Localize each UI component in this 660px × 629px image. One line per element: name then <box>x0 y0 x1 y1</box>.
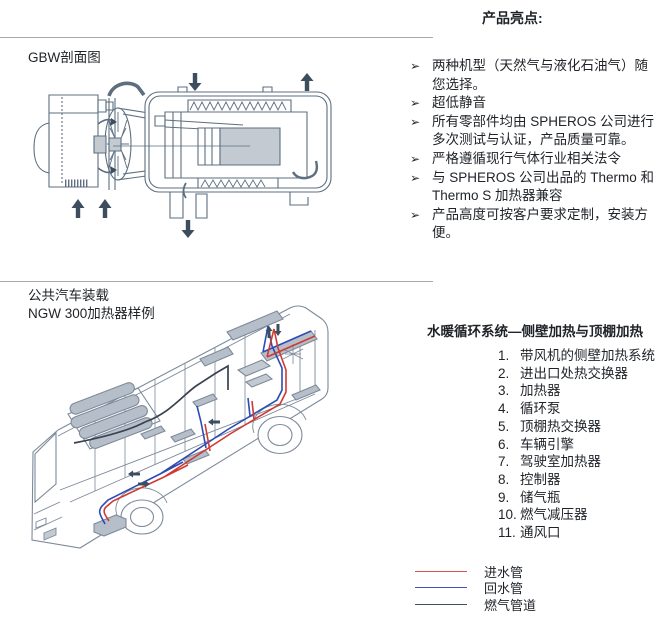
airflow-arrows <box>71 73 314 238</box>
radiator-fan <box>283 344 303 364</box>
inlet-pipe-swatch <box>415 570 467 572</box>
list-item: 9.储气瓶 <box>498 489 561 505</box>
roof-heat-exchangers <box>200 311 317 366</box>
highlight-item: ➢ 两种机型（天然气与液化石油气）随您选择。 <box>410 57 660 94</box>
highlight-item: ➢ 与 SPHEROS 公司出品的 Thermo 和 Thermo S 加热器兼… <box>410 169 660 206</box>
list-item: 3.加热器 <box>498 383 561 399</box>
gas-cylinders <box>65 380 160 454</box>
list-item: 7.驾驶室加热器 <box>498 454 601 470</box>
list-item: 6.车辆引擎 <box>498 436 574 452</box>
engine <box>238 344 303 387</box>
gas-pipe <box>74 366 228 443</box>
mounting-feet <box>170 183 308 218</box>
arrow-bullet-icon: ➢ <box>410 59 421 73</box>
list-item: 5.顶棚热交换器 <box>498 418 601 434</box>
list-item: 10.燃气减压器 <box>498 507 588 523</box>
legend-row: 回水管 <box>415 580 660 596</box>
arrow-bullet-icon: ➢ <box>410 170 421 185</box>
arrow-bullet-icon: ➢ <box>410 114 421 129</box>
fuel-duct <box>109 83 144 96</box>
list-item: 2.进出口处热交换器 <box>498 365 628 381</box>
highlight-item: ➢ 严格遵循现行气体行业相关法令 <box>410 150 660 169</box>
arrow-bullet-icon: ➢ <box>410 151 421 166</box>
highlights-list: ➢ 两种机型（天然气与液化石油气）随您选择。 ➢ 超低静音 ➢ 所有零部件均由 … <box>410 57 660 243</box>
sidewall-heaters <box>94 385 320 536</box>
list-item: 4.循环泵 <box>498 401 561 417</box>
heat-exchanger-shell <box>113 87 331 192</box>
arrow-bullet-icon: ➢ <box>410 96 421 111</box>
circulation-parts-list: 1.带风机的侧壁加热系统 2.进出口处热交换器 3.加热器 4.循环泵 5.顶棚… <box>498 347 660 542</box>
highlight-item: ➢ 产品高度可按客户要求定制，安装方便。 <box>410 206 660 243</box>
combustion-air-fan <box>94 98 131 190</box>
wheels <box>116 404 306 534</box>
bus-section-title-line1: 公共汽车装载 <box>28 288 109 303</box>
divider-middle <box>0 281 433 282</box>
gbw-section-title: GBW剖面图 <box>28 50 101 65</box>
pipe-legend: 进水管 回水管 燃气管道 <box>415 563 660 613</box>
bus-section-title-line2: NGW 300加热器样例 <box>28 306 155 321</box>
highlight-item: ➢ 所有零部件均由 SPHEROS 公司进行多次测试与认证，产品质量可靠。 <box>410 113 660 150</box>
circulation-title: 水暖循环系统—侧壁加热与顶棚加热 <box>427 324 643 339</box>
gas-pipe-swatch <box>415 603 467 605</box>
blower-motor <box>34 95 113 187</box>
return-pipe <box>100 326 311 524</box>
highlights-title: 产品亮点: <box>482 10 543 26</box>
list-item: 1.带风机的侧壁加热系统 <box>498 348 655 363</box>
divider-top <box>0 37 433 38</box>
rear-wheel <box>258 417 302 454</box>
inlet-pipe <box>104 329 315 521</box>
gbw-cross-section-diagram <box>5 73 345 238</box>
highlight-item: ➢ 超低静音 <box>410 94 660 113</box>
legend-row: 燃气管道 <box>415 596 660 613</box>
bus-installation-diagram <box>10 302 410 564</box>
front-wheel <box>121 500 163 534</box>
list-item: 8.控制器 <box>498 471 561 487</box>
legend-row: 进水管 <box>415 563 660 580</box>
return-pipe-swatch <box>415 587 467 589</box>
arrow-bullet-icon: ➢ <box>410 207 421 222</box>
driver-cab-heater <box>94 515 126 536</box>
list-item: 11.通风口 <box>498 525 561 541</box>
flow-arrows <box>128 324 282 488</box>
